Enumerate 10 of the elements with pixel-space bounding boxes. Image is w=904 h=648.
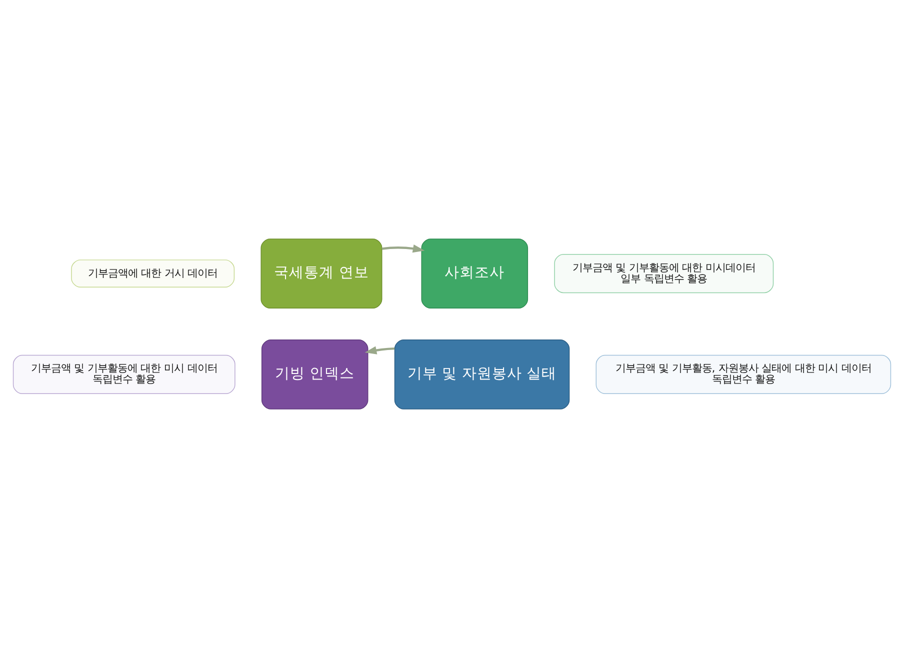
node-box: 기부금액에 대한 거시 데이터: [71, 260, 235, 288]
node-box: 기부금액 및 기부활동, 자원봉사 실태에 대한 미시 데이터 독립변수 활용: [596, 354, 892, 394]
node-box: 사회조사: [421, 238, 528, 309]
node-box: 기부 및 자원봉사 실태: [394, 339, 570, 410]
node-box: 기부금액 및 기부활동에 대한 미시데이터 일부 독립변수 활용: [554, 254, 774, 294]
arrow: [382, 244, 425, 253]
arrow: [364, 346, 395, 354]
node-box: 국세통계 연보: [260, 238, 382, 309]
node-box: 기빙 인덱스: [261, 339, 368, 410]
node-box: 기부금액 및 기부활동에 대한 미시 데이터 독립변수 활용: [12, 354, 236, 394]
